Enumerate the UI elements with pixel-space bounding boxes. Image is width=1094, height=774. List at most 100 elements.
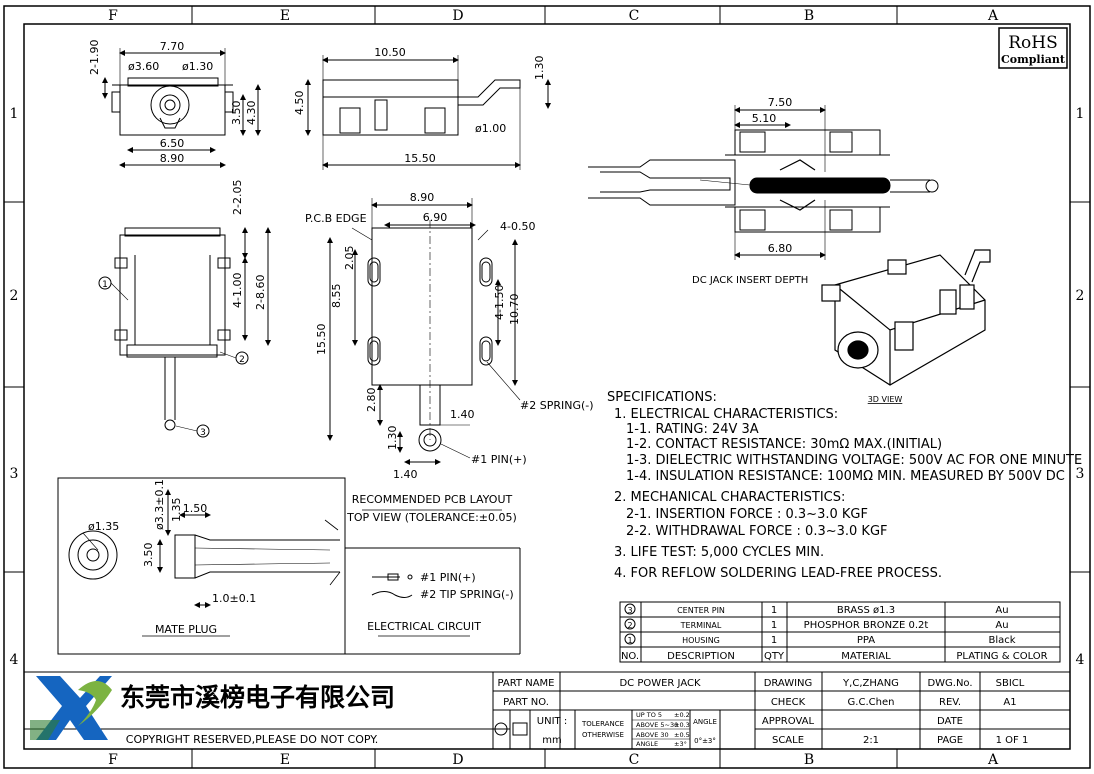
top-view-h2: 4.30 bbox=[245, 101, 258, 126]
plug-dim-135: 1.35 bbox=[170, 498, 183, 523]
spec-line-2: 1-1. RATING: 24V 3A bbox=[626, 422, 759, 437]
insert-depth-caption: DC JACK INSERT DEPTH bbox=[692, 275, 808, 286]
col-label-a-top: A bbox=[987, 8, 999, 24]
scale-label: SCALE bbox=[772, 735, 804, 746]
pcb-spring-label: #2 SPRING(-) bbox=[520, 399, 594, 412]
row-label-4-left: 4 bbox=[10, 652, 19, 668]
tol-row3-value: ±0.5 bbox=[674, 731, 690, 739]
plug-dim-150: 1.50 bbox=[183, 502, 208, 515]
spec-line-10: 4. FOR REFLOW SOLDERING LEAD-FREE PROCES… bbox=[614, 566, 942, 581]
top-view-h1: 3.50 bbox=[230, 101, 243, 126]
zone-dividers bbox=[4, 6, 1090, 768]
tol-row2-range: ABOVE 5~30 bbox=[636, 721, 678, 729]
col-label-e-top: E bbox=[280, 8, 290, 24]
row-label-2-left: 2 bbox=[10, 288, 19, 304]
bom-row3-qty: 1 bbox=[771, 605, 777, 616]
unit-label: UNIT : bbox=[537, 716, 567, 727]
top-view-width-dim: 7.70 bbox=[160, 40, 185, 53]
bom-row3-plating: Au bbox=[995, 605, 1008, 616]
approval-label: APPROVAL bbox=[762, 716, 815, 727]
side-view bbox=[305, 55, 551, 170]
pcb-inner-dim: 6.90 bbox=[423, 211, 448, 224]
side-view-width-dim: 10.50 bbox=[374, 46, 406, 59]
pcb-dim-1070: 10.70 bbox=[508, 294, 521, 326]
bom-row2-material: PHOSPHOR BRONZE 0.2t bbox=[804, 620, 929, 631]
rev-label: REV. bbox=[939, 697, 961, 708]
bom-row3-no: 3 bbox=[627, 606, 632, 615]
bom-row2-plating: Au bbox=[995, 620, 1008, 631]
pcb-dim-205: 2.05 bbox=[343, 246, 356, 271]
spec-line-6: 2. MECHANICAL CHARACTERISTICS: bbox=[614, 490, 845, 505]
part-no-label: PART NO. bbox=[503, 697, 549, 708]
front-view-d1: 4-1.00 bbox=[231, 273, 244, 308]
front-view-d2: 2-8.60 bbox=[254, 275, 267, 310]
tol-row4-value: ±3° bbox=[674, 740, 687, 748]
check-label: CHECK bbox=[771, 697, 806, 708]
row-label-4-right: 4 bbox=[1076, 652, 1085, 668]
inner-frame bbox=[23, 23, 1071, 750]
col-label-c-bottom: C bbox=[629, 752, 640, 768]
tol-row1-value: ±0.2 bbox=[674, 711, 690, 719]
part-name-value: DC POWER JACK bbox=[619, 678, 701, 689]
rohs-title: RoHS bbox=[1008, 33, 1058, 53]
pcb-dim-130: 1.30 bbox=[386, 426, 399, 451]
row-label-3-right: 3 bbox=[1076, 466, 1085, 482]
rev-value: A1 bbox=[1003, 697, 1016, 708]
insert-dim-510: 5.10 bbox=[752, 112, 777, 125]
top-view-left-dim: 2-1.90 bbox=[88, 40, 101, 75]
front-view bbox=[98, 227, 271, 438]
angle-label: ANGLE bbox=[693, 718, 717, 726]
col-label-d-bottom: D bbox=[452, 752, 463, 768]
spec-line-5: 1-4. INSULATION RESISTANCE: 100MΩ MIN. M… bbox=[626, 469, 1065, 484]
col-label-c-top: C bbox=[629, 8, 640, 24]
mate-plug bbox=[57, 477, 521, 655]
bom-row1-desc: HOUSING bbox=[682, 636, 720, 645]
copyright-notice: COPYRIGHT RESERVED,PLEASE DO NOT COPY. bbox=[126, 733, 378, 746]
spec-line-7: 2-1. INSERTION FORCE : 0.3~3.0 KGF bbox=[626, 507, 868, 522]
page-label: PAGE bbox=[937, 735, 963, 746]
spec-title: SPECIFICATIONS: bbox=[607, 390, 717, 405]
dwg-no-value: SBICL bbox=[996, 678, 1025, 689]
rohs-subtitle: Compliant bbox=[1001, 53, 1066, 66]
check-value: G.C.Chen bbox=[848, 697, 895, 708]
circuit-spring-label: #2 TIP SPRING(-) bbox=[420, 588, 514, 601]
bom-header-qty: QTY bbox=[764, 651, 785, 662]
electrical-circuit bbox=[371, 573, 470, 637]
side-view-pin-h: 1.30 bbox=[533, 56, 546, 81]
tol-row2-value: ±0.3 bbox=[674, 721, 690, 729]
row-label-1-left: 1 bbox=[10, 106, 19, 122]
callout-2: 2 bbox=[239, 355, 245, 365]
bom-header-no: NO. bbox=[621, 651, 639, 662]
pcb-dim-855: 8.55 bbox=[330, 284, 343, 309]
pcb-right-dim: 4-0.50 bbox=[500, 220, 535, 233]
bom-header-desc: DESCRIPTION bbox=[667, 651, 735, 662]
unit-value: mm bbox=[542, 735, 561, 746]
company-name: 东莞市溪榜电子有限公司 bbox=[120, 683, 395, 712]
pcb-dim-140a: 1.40 bbox=[450, 408, 475, 421]
bom-header-material: MATERIAL bbox=[841, 651, 891, 662]
plug-outer-dia: ø3.3±0.1 bbox=[153, 479, 166, 530]
pcb-dim-150: 4-1.50 bbox=[493, 285, 506, 320]
spec-line-3: 1-2. CONTACT RESISTANCE: 30mΩ MAX.(INITI… bbox=[626, 437, 942, 452]
tol-row4-range: ANGLE bbox=[636, 740, 658, 748]
callout-1: 1 bbox=[102, 280, 108, 290]
top-view-w1: 6.50 bbox=[160, 137, 185, 150]
drawing-label: DRAWING bbox=[764, 678, 813, 689]
insert-depth-section bbox=[588, 105, 939, 260]
plug-dim-350: 3.50 bbox=[142, 543, 155, 568]
row-label-3-left: 3 bbox=[10, 466, 19, 482]
pcb-layout-subtitle: TOP VIEW (TOLERANCE:±0.05) bbox=[346, 511, 517, 524]
bom-header-plating: PLATING & COLOR bbox=[956, 651, 1047, 662]
top-view-w2: 8.90 bbox=[160, 152, 185, 165]
title-block bbox=[23, 671, 1071, 750]
col-label-a-bottom: A bbox=[987, 752, 999, 768]
circuit-title: ELECTRICAL CIRCUIT bbox=[367, 620, 481, 633]
front-view-top-dim: 2-2.05 bbox=[231, 180, 244, 215]
pcb-dim-1550: 15.50 bbox=[315, 324, 328, 356]
spec-line-8: 2-2. WITHDRAWAL FORCE : 0.3~3.0 KGF bbox=[626, 524, 888, 539]
row-label-1-right: 1 bbox=[1076, 106, 1085, 122]
bom-row3-material: BRASS ø1.3 bbox=[837, 605, 895, 616]
bom-row3-desc: CENTER PIN bbox=[677, 606, 725, 615]
3d-view-label: 3D VIEW bbox=[868, 395, 903, 404]
